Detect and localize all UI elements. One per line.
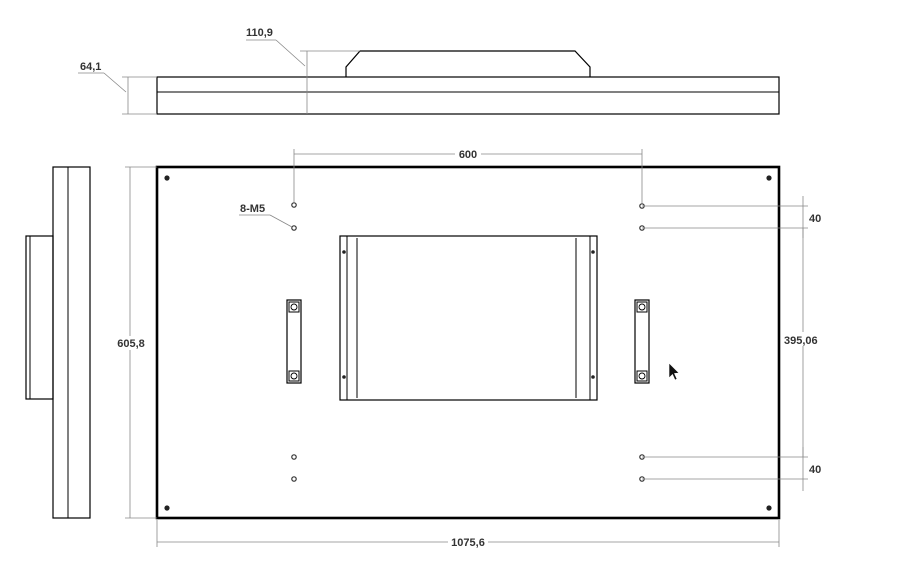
dim-depth-total-label: 110,9 — [246, 27, 273, 39]
corner-screw-bottom-left — [164, 505, 170, 511]
holes-note-label: 8-M5 — [240, 203, 265, 215]
side-view-back-box — [25, 235, 54, 400]
dim-height-label-bg — [115, 336, 149, 350]
top-view: 110,9 64,1 — [78, 27, 780, 115]
bracket-left-icon — [286, 299, 302, 384]
dim-height-label: 605,8 — [117, 338, 145, 350]
rear-view: 8-M5 600 605,8 1075,6 395,06 40 40 — [115, 146, 824, 549]
back-box-screw-tr — [591, 250, 595, 254]
dim-vesa-v-label-bg — [784, 332, 824, 346]
rear-view-frame — [155, 165, 781, 520]
corner-screw-top-right — [766, 175, 772, 181]
corner-screw-bottom-right — [766, 505, 772, 511]
side-view-panel — [52, 166, 91, 519]
m5-hole-1 — [291, 202, 297, 208]
dim-width-label-bg — [448, 535, 488, 549]
mouse-pointer-icon — [668, 362, 680, 381]
dim-vesa-v-label: 395,06 — [784, 335, 818, 347]
back-box-screw-tl — [342, 250, 346, 254]
corner-screw-top-left — [164, 175, 170, 181]
top-view-back-box — [345, 50, 591, 77]
dim-width-label: 1075,6 — [451, 537, 485, 549]
rear-back-box — [339, 235, 598, 401]
back-box-screw-bl — [342, 375, 346, 379]
dim-spacing-bottom-label: 40 — [809, 464, 821, 476]
m5-hole-3 — [291, 454, 297, 460]
m5-hole-4 — [291, 476, 297, 482]
dim-depth-total-leader-diag — [275, 39, 306, 67]
m5-hole-2 — [291, 225, 297, 231]
dim-vesa-h-label-bg — [455, 146, 481, 160]
dim-depth-body-label: 64,1 — [80, 61, 101, 73]
holes-note-leader-diag — [269, 214, 293, 228]
dim-spacing-top-label: 40 — [809, 213, 821, 225]
side-view — [25, 166, 91, 519]
dim-depth-body-leader-diag — [103, 72, 127, 93]
bracket-right-icon — [634, 299, 650, 384]
dim-vesa-h-label: 600 — [459, 149, 477, 161]
back-box-screw-br — [591, 375, 595, 379]
top-view-body — [156, 76, 780, 115]
